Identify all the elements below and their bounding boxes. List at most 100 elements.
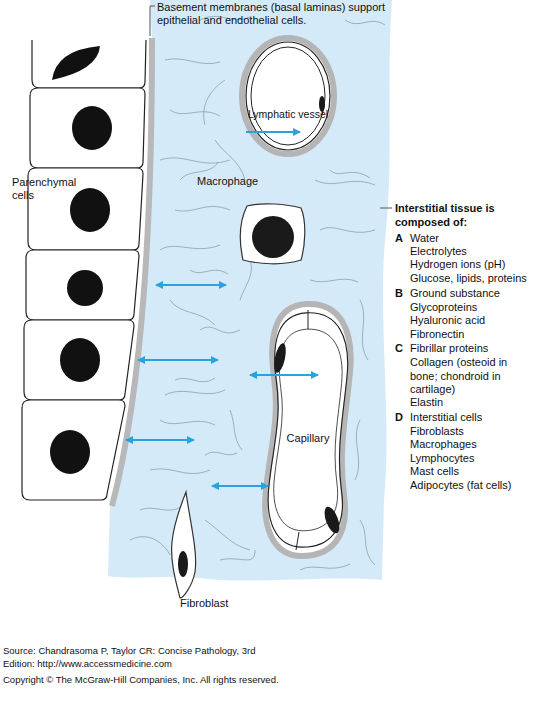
lymphatic-vessel: Lymphatic vessel [238,34,338,158]
collagen-fibers [130,16,385,570]
list-heading: Interstitial tissue is composed of: [395,201,545,229]
leader-line [150,6,155,36]
list-letter: D [395,411,409,425]
fiber [190,270,228,274]
exchange-arrow [156,284,226,286]
nucleus [252,216,294,258]
node-label: Lymphatic vessel [238,108,338,121]
exchange-arrow [138,359,218,361]
fiber [160,158,230,163]
exchange-arrow [212,485,268,487]
nucleus [178,551,188,577]
fiber [160,420,215,425]
fiber [345,20,385,25]
epithelial-cell [24,320,134,400]
list-letter: B [395,287,409,301]
nucleus [72,106,112,150]
nucleus [70,188,110,232]
vessel-wall [242,38,334,154]
list-item: Adipocytes (fat cells) [410,479,545,493]
fiber [320,228,375,233]
nucleus [67,270,103,306]
basement-membrane [112,38,152,506]
capillary-wall [265,304,351,556]
list-item: Elastin [410,396,545,410]
fiber [330,170,370,178]
fiber [160,245,220,250]
list-item: Electrolytes [410,245,545,259]
list-item: Lymphocytes [410,452,545,466]
cell-nuclei [50,46,112,474]
interstitial-tissue [108,0,392,581]
nucleus [60,338,100,382]
fiber [205,452,237,455]
list-item: Glucose, lipids, proteins [410,272,545,286]
node-outline [168,492,200,598]
fiber [165,390,225,395]
cell-outline [240,204,304,264]
node-outline [238,34,338,158]
drainage-arrow [246,131,300,133]
list-item: Fibrillar proteins [410,342,545,356]
endothelium [268,313,348,547]
list-letter: C [395,342,409,356]
nucleus [52,46,100,80]
node-label: Capillary [278,432,338,445]
fiber [310,279,358,282]
epithelial-cell [32,40,146,88]
fiber [360,520,375,565]
exchange-arrow [126,439,194,441]
cell-junction [296,310,308,550]
nucleus [322,505,343,535]
epithelial-cell [26,250,139,320]
fiber [215,140,245,180]
fiber [240,260,251,300]
part-label: Parenchymal cells [12,176,82,202]
copyright-note: Copyright © The McGraw-Hill Companies, I… [3,673,543,686]
fiber [165,59,220,64]
fiber [315,180,375,185]
list-item: Hyaluronic acid [410,314,545,328]
list-item: Interstitial cells [410,411,545,425]
exchange-arrow [250,374,318,376]
list-item: Fibronectin [410,328,545,342]
fiber [170,110,220,116]
fiber [140,506,182,510]
node-label: Fibroblast [180,597,260,610]
list-item: Glycoproteins [410,301,545,315]
fiber [170,300,215,325]
nucleus [272,342,288,373]
fiber [205,520,250,550]
epithelial-cell [22,400,125,500]
fiber [175,206,230,211]
fiber [360,300,368,360]
list-item: Fibroblasts [410,425,545,439]
list-item: Collagen (osteoid in bone; chondroid in … [410,356,520,397]
list-item: Hydrogen ions (pH) [410,258,545,272]
list-item: Ground substance [410,287,545,301]
fibroblast-cell: Fibroblast [168,492,200,598]
list-item: Macrophages [410,438,545,452]
leader-line [380,208,392,209]
source-note: Source: Chandrasoma P, Taylor CR: Concis… [3,644,271,670]
node-outline [237,202,307,264]
cell-outline [172,492,196,598]
fiber [204,80,225,125]
node-label: Macrophage [197,175,287,188]
list-item: Water [410,232,545,246]
lumen [251,47,325,145]
list-item: Mast cells [410,465,545,479]
node-outline [258,300,358,560]
annotation: Basement membranes (basal laminas) suppo… [157,1,389,27]
fiber [230,410,242,450]
macrophage-cell: Macrophage [237,202,307,264]
fiber [355,420,360,480]
fiber [200,327,240,333]
epithelial-cell [30,88,145,168]
fiber [150,469,210,474]
fiber [220,550,255,560]
